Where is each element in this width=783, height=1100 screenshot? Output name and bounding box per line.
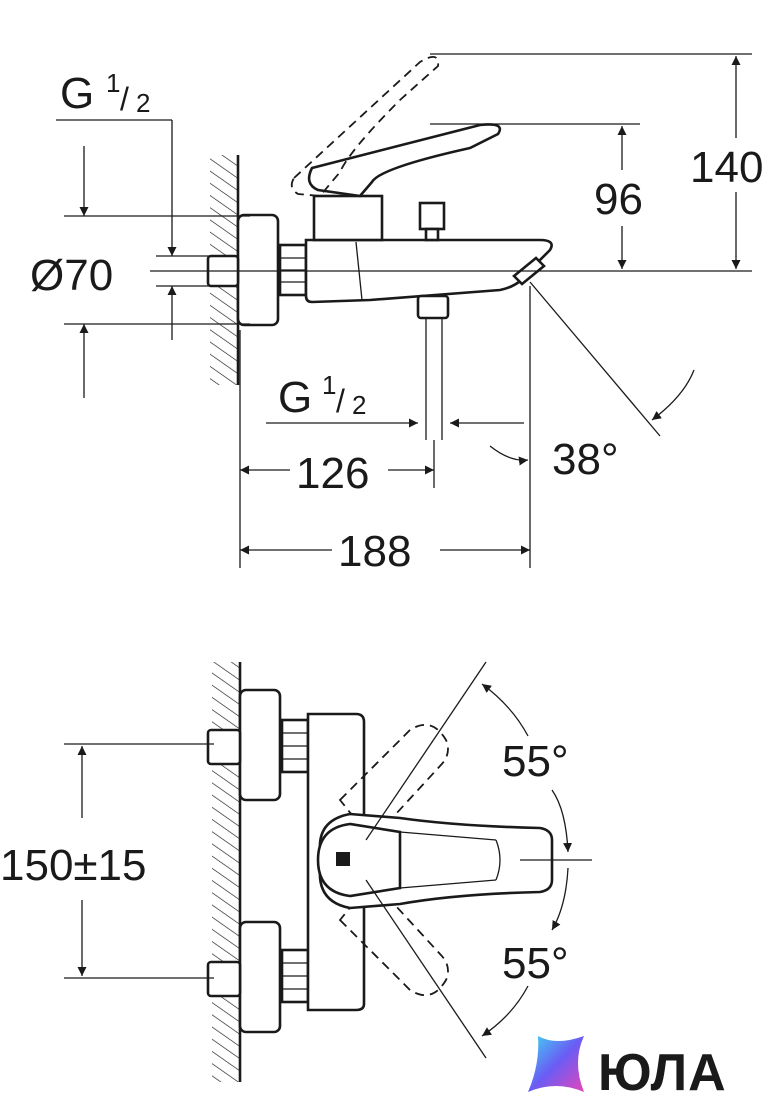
thread-top-denominator: 2: [136, 88, 150, 118]
top-view: 150±15 55° 55°: [0, 661, 592, 1082]
lever-handle: [307, 123, 502, 198]
handle-rotated-down: [338, 878, 449, 997]
thread-top-annotation: G 1 / 2: [56, 68, 177, 340]
angle-55-up: 55°: [365, 661, 573, 853]
thread-top-letter: G: [60, 69, 94, 118]
angle-55-up-label: 55°: [502, 737, 569, 786]
rosette-lower: [238, 920, 282, 1034]
handle-indicator: [336, 852, 350, 866]
nut-upper: [280, 718, 310, 774]
thread-bottom-numerator: 1: [322, 370, 336, 400]
dimension-140: 140: [430, 53, 763, 269]
thread-bottom-letter: G: [278, 373, 312, 422]
side-view: G 1 / 2 Ø70 G 1 / 2: [30, 53, 763, 576]
angle-55-down-label: 55°: [502, 939, 569, 988]
wall-rosette: [236, 213, 280, 327]
angle-38: 38°: [489, 281, 695, 484]
cartridge-housing: [312, 194, 384, 242]
diverter-knob: [418, 201, 446, 242]
thread-bottom-slash: /: [336, 383, 345, 419]
rosette-upper: [238, 688, 282, 802]
logo-text: ЮЛА: [598, 1044, 727, 1100]
dim-140-label: 140: [690, 143, 763, 192]
yula-logo: ЮЛА: [528, 1036, 727, 1100]
wall-hatch-bottom: [212, 662, 242, 1082]
thread-bottom-annotation: G 1 / 2: [266, 370, 524, 428]
thread-top-numerator: 1: [106, 68, 120, 98]
thread-top-slash: /: [120, 81, 129, 117]
dim-96-label: 96: [594, 175, 643, 224]
thread-bottom-denominator: 2: [352, 390, 366, 420]
diameter-dimension: Ø70: [30, 146, 250, 398]
lever-handle-raised: [290, 56, 440, 197]
dimension-126: 126: [240, 449, 434, 498]
angle-55-down: 55°: [365, 867, 569, 1059]
eccentric-nut: [278, 243, 308, 297]
handle-rotated-up: [338, 723, 449, 842]
inlet-lower: [206, 960, 242, 998]
nut-lower: [280, 948, 310, 1004]
dim-150-label: 150±15: [0, 841, 147, 890]
dim-188-label: 188: [338, 527, 411, 576]
logo-star-icon: [528, 1036, 584, 1092]
dimension-150: 150±15: [0, 743, 214, 979]
dimension-96: 96: [430, 123, 643, 269]
handle-cap: [316, 822, 402, 898]
hose-outlet: [416, 294, 450, 440]
dim-126-label: 126: [296, 449, 369, 498]
inlet-upper: [206, 728, 242, 766]
dimension-188: 188: [240, 527, 530, 576]
diameter-label: Ø70: [30, 251, 113, 300]
angle-38-label: 38°: [552, 435, 619, 484]
